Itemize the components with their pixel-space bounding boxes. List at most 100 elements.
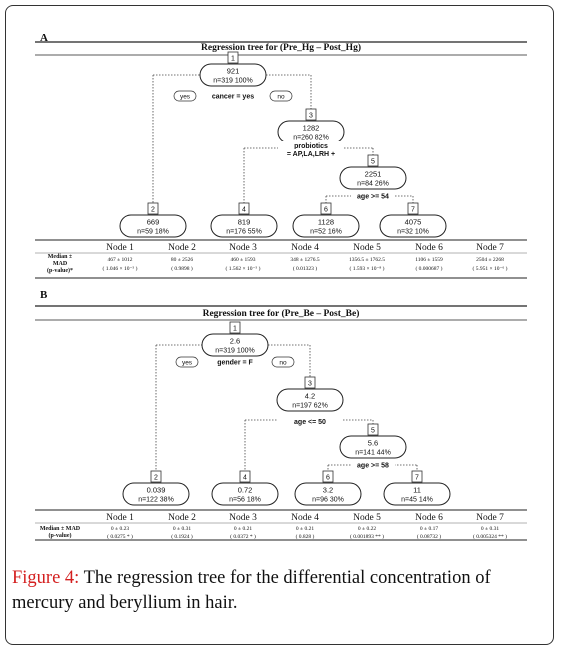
- node-id: 3: [308, 381, 312, 388]
- leaf-node-2: 2 0.039 n=122 38%: [122, 470, 190, 506]
- table-median-cell: 0 ± 0.17: [420, 526, 438, 532]
- table-node-header: Node 3: [229, 243, 257, 253]
- split-label-bg: [207, 91, 259, 101]
- no-label-pill: [269, 90, 293, 102]
- node-stats: n=45 14%: [401, 497, 433, 504]
- table-node-header: Node 6: [415, 513, 443, 523]
- node-value: 921: [227, 67, 240, 76]
- node-value: 4075: [405, 218, 422, 227]
- node-stats: n=84 26%: [357, 181, 389, 188]
- node-id: 3: [309, 113, 313, 120]
- split-label-bg: [351, 460, 395, 470]
- table-pvalue-cell: ( 0.001893 ** ): [350, 533, 384, 540]
- node-value: 0.039: [147, 486, 166, 495]
- no-label-pill: [271, 356, 295, 368]
- node-ellipse: [199, 63, 267, 87]
- yes-label-pill: [173, 90, 197, 102]
- leaf-node-6: 63.2n=96 30%: [294, 470, 362, 506]
- node-ellipse: [294, 482, 362, 506]
- split-label-root: cancer = yes: [212, 94, 254, 101]
- table-pvalue-cell: ( 5.951 × 10⁻⁶ ): [473, 265, 508, 272]
- node-id-box: [304, 376, 316, 389]
- node-value: 3.2: [323, 486, 333, 495]
- leaf-node-4: 4 0.72 n=56 18%: [211, 470, 279, 506]
- table-median-cell: 80 ± 2526: [171, 257, 194, 263]
- table-node-header: Node 6: [415, 243, 443, 253]
- node-ellipse: [201, 333, 269, 357]
- table-pvalue-cell: ( 1.593 × 10⁻⁸ ): [350, 265, 385, 272]
- yes-label: yes: [180, 94, 191, 101]
- regression-tree-figure: A Regression tree for (Pre_Hg – Post_Hg) 1…: [35, 32, 527, 541]
- table-node-header: Node 7: [476, 243, 504, 253]
- node-stats: n=197 62%: [292, 403, 328, 410]
- node-stats: n=122 38%: [138, 497, 174, 504]
- node-stats: n=59 18%: [137, 229, 169, 236]
- node-id: 7: [411, 207, 415, 214]
- split-label-bg: [281, 141, 341, 150]
- figure-caption: Figure 4: The regression tree for the di…: [12, 566, 552, 616]
- node-stats: n=141 44%: [355, 450, 391, 457]
- node-value: 4.2: [305, 392, 315, 401]
- node-value: 11: [413, 486, 421, 495]
- yes-label-pill: [175, 356, 199, 368]
- table-median-cell: 0 ± 0.31: [481, 526, 499, 532]
- table-pvalue-cell: ( 0.01323 ): [293, 265, 317, 272]
- node-id: 2: [154, 475, 158, 482]
- table-pvalue-cell: ( 0.000687 ): [415, 265, 442, 272]
- root-node-1: 12.6n=319 100%: [201, 321, 269, 357]
- node-ellipse: [276, 388, 344, 412]
- node-id-box: [411, 470, 423, 483]
- table-pvalue-cell: ( 0.0372 * ): [230, 533, 256, 540]
- table-node-header: Node 5: [353, 243, 381, 253]
- node-id-box: [367, 154, 379, 167]
- table-pvalue-cell: ( 0.1924 ): [171, 533, 193, 540]
- no-label: no: [279, 360, 287, 367]
- caption-text: The regression tree for the differential…: [12, 568, 491, 613]
- node-stats: n=319 100%: [213, 78, 253, 85]
- internal-node-5: 55.6n=141 44%: [339, 423, 407, 459]
- node-id: 5: [371, 428, 375, 435]
- table-node-header: Node 2: [168, 513, 196, 523]
- panel-letter: A: [40, 32, 48, 44]
- no-label: no: [277, 94, 285, 101]
- node-value: 0.72: [238, 486, 253, 495]
- table-median-cell: 1356.5 ± 1762.5: [349, 257, 385, 263]
- node-stats: n=96 30%: [312, 497, 344, 504]
- node-id-box: [322, 470, 334, 483]
- split-label-root: gender = F: [217, 360, 253, 367]
- caption-label: Figure 4:: [12, 568, 80, 588]
- node-id: 4: [243, 475, 247, 482]
- node-stats: n=56 18%: [229, 497, 261, 504]
- table-row-label: Median ±: [48, 254, 73, 260]
- node-value: 819: [238, 218, 251, 227]
- node-stats: n=176 55%: [226, 229, 262, 236]
- table-median-cell: 2504 ± 2268: [476, 257, 504, 263]
- table-node-header: Node 2: [168, 243, 196, 253]
- panel-title: Regression tree for (Pre_Hg – Post_Hg): [201, 42, 361, 53]
- node-ellipse: [292, 214, 360, 238]
- panel-a: A Regression tree for (Pre_Hg – Post_Hg) 1…: [35, 32, 527, 279]
- internal-node-3: 3 4.2 n=197 62%: [276, 376, 344, 412]
- split-label-3: = AP,LA,LRH +: [287, 151, 335, 158]
- table-median-cell: 0 ± 0.23: [111, 526, 129, 532]
- split-label-3: probiotics: [294, 143, 328, 150]
- table-pvalue-cell: ( 0.08732 ): [417, 533, 441, 540]
- table-pvalue-cell: ( 0.828 ): [296, 533, 315, 540]
- table-row-label: MAD: [53, 261, 68, 267]
- node-ellipse: [119, 214, 187, 238]
- table-pvalue-cell: ( 0.0275 * ): [107, 533, 133, 540]
- table-row-label: (p-value)*: [47, 267, 73, 274]
- panel-letter: B: [40, 289, 48, 301]
- table-pvalue-cell: ( 0.005324 ** ): [473, 533, 507, 540]
- table-pvalue-cell: ( 1.562 × 10⁻⁵ ): [226, 265, 261, 272]
- node-id-box: [407, 202, 419, 215]
- node-ellipse: [211, 482, 279, 506]
- figure-frame: [5, 5, 554, 645]
- node-id-box: [227, 51, 239, 64]
- table-pvalue-cell: ( 1.046 × 10⁻⁵ ): [103, 265, 138, 272]
- node-stats: n=260 82%: [293, 135, 329, 142]
